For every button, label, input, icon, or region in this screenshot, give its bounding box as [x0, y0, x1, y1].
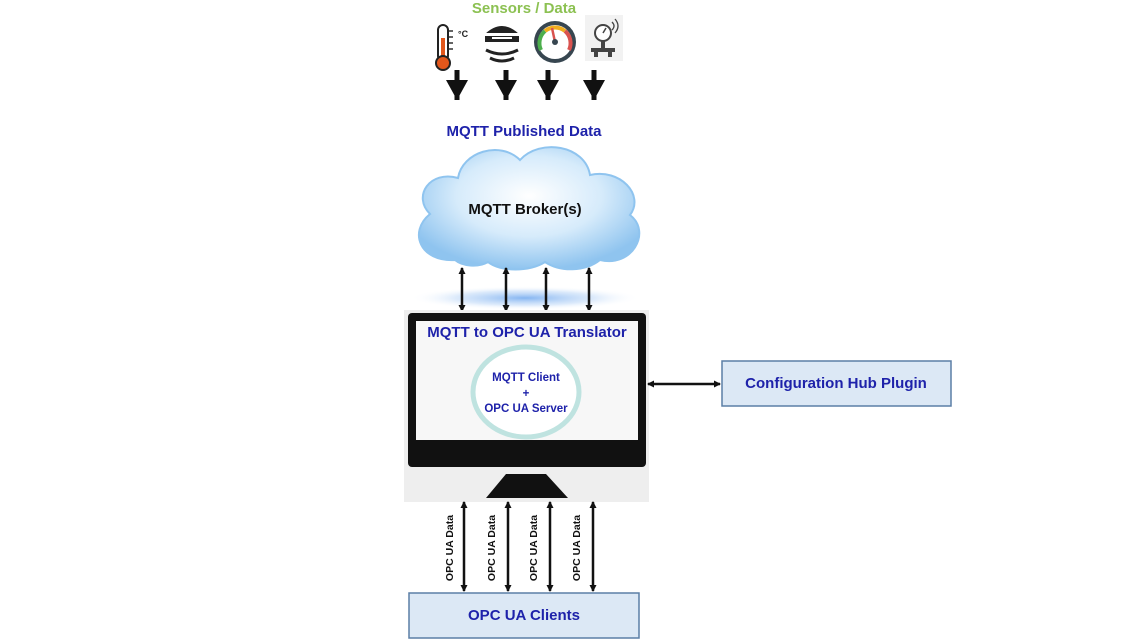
config-hub-label: Configuration Hub Plugin — [745, 375, 927, 392]
core-line-2: + — [523, 388, 530, 400]
broker-label: MQTT Broker(s) — [468, 201, 581, 218]
opc-data-label-2: OPC UA Data — [486, 515, 498, 581]
broker-cloud: MQTT Broker(s) — [418, 146, 641, 271]
connection-glow — [410, 286, 640, 310]
gauge-icon — [534, 21, 576, 63]
opc-data-label-1: OPC UA Data — [444, 515, 456, 581]
sensor-arrows — [446, 70, 605, 100]
opc-data-label-4: OPC UA Data — [571, 515, 583, 581]
thermometer-icon: °C — [435, 24, 469, 71]
pressure-sensor-icon — [585, 15, 623, 61]
mqtt-published-label: MQTT Published Data — [446, 123, 602, 140]
smoke-detector-icon — [485, 26, 519, 63]
opc-data-arrows — [460, 501, 597, 592]
opc-clients-box: OPC UA Clients — [408, 592, 640, 639]
translator-monitor: MQTT to OPC UA Translator MQTT Client + … — [408, 313, 646, 498]
core-line-3: OPC UA Server — [484, 403, 568, 415]
broker-translator-arrows — [458, 267, 593, 312]
sensors-title: Sensors / Data — [472, 0, 577, 17]
config-hub-box: Configuration Hub Plugin — [721, 360, 952, 407]
translator-core-ring — [470, 344, 582, 440]
opc-clients-label: OPC UA Clients — [468, 607, 580, 624]
opc-data-label-3: OPC UA Data — [528, 515, 540, 581]
translator-title: MQTT to OPC UA Translator — [427, 324, 627, 341]
thermo-unit: °C — [458, 29, 469, 39]
core-line-1: MQTT Client — [492, 372, 560, 384]
